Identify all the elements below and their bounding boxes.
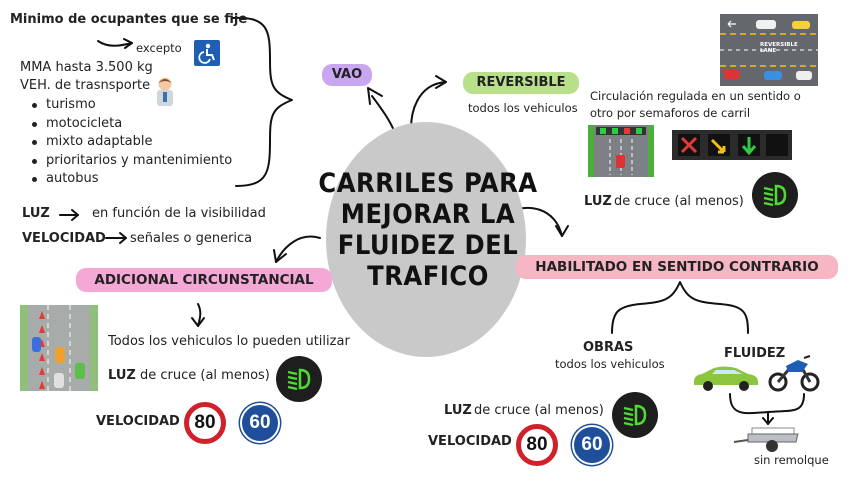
reversible-sub: todos los vehiculos: [468, 101, 578, 115]
center-circle: [326, 122, 526, 357]
speed-limit-80-sign: 80: [516, 424, 558, 466]
adicional-label: ADICIONAL CIRCUNSTANCIAL: [94, 272, 314, 288]
habilitado-luz-label: LUZ: [444, 403, 472, 418]
adicional-road-image: [20, 305, 98, 391]
motorcycle-icon: [768, 350, 820, 392]
car-icon: [690, 362, 762, 392]
vao-vel-text: señales o generica: [130, 231, 253, 246]
reversible-pill: REVERSIBLE: [463, 72, 579, 94]
obras-label: OBRAS: [583, 340, 634, 355]
vao-luz-text: en función de la visibilidad: [92, 206, 266, 221]
speed-60-sign: 60: [572, 425, 612, 465]
reversible-desc-2: otro por semaforos de carril: [590, 106, 751, 120]
adicional-pill: ADICIONAL CIRCUNSTANCIAL: [76, 268, 332, 292]
reversible-luz-label: LUZ: [584, 194, 612, 209]
list-item: turismo: [31, 96, 232, 115]
vao-pill: VAO: [322, 64, 372, 86]
habilitado-pill: HABILITADO EN SENTIDO CONTRARIO: [516, 255, 838, 279]
speed-limit-80-sign: 80: [184, 402, 226, 444]
reversible-luz-text: de cruce (al menos): [614, 194, 744, 209]
obras-sub: todos los vehiculos: [555, 357, 665, 371]
speed-60-sign: 60: [240, 403, 280, 443]
speed-value: 80: [526, 434, 548, 455]
low-beam-light-icon: [612, 392, 658, 438]
reversible-desc-1: Circulación regulada en un sentido o: [590, 89, 801, 103]
adicional-text: Todos los vehiculos lo pueden utilizar: [108, 334, 350, 349]
list-item: autobus: [31, 170, 232, 189]
vao-except: excepto: [136, 41, 182, 55]
reversible-label: REVERSIBLE: [476, 75, 566, 90]
speed-value: 60: [581, 434, 603, 455]
lane-signals-panel: [672, 130, 792, 160]
speed-value: 80: [194, 412, 216, 433]
reversible-lane-sign-text: REVERSIBLE LANE: [760, 42, 798, 54]
fluidez-label: FLUIDEZ: [724, 346, 786, 361]
speed-value: 60: [249, 412, 271, 433]
sin-remolque: sin remolque: [754, 453, 829, 467]
habilitado-luz-text: de cruce (al menos): [474, 403, 604, 418]
habilitado-label: HABILITADO EN SENTIDO CONTRARIO: [535, 259, 819, 275]
adicional-vel-label: VELOCIDAD: [96, 414, 180, 429]
low-beam-light-icon: [276, 356, 322, 402]
lane-signal-road-image: [588, 125, 654, 177]
list-item: mixto adaptable: [31, 133, 232, 152]
trailer-icon: [732, 424, 802, 454]
adicional-luz-label: LUZ: [108, 368, 136, 383]
habilitado-vel-label: VELOCIDAD: [428, 434, 512, 449]
vao-vehicle-list: turismo motocicleta mixto adaptable prio…: [26, 96, 232, 189]
vao-mma: MMA hasta 3.500 kg: [20, 60, 153, 75]
vao-vel-label: VELOCIDAD: [22, 231, 106, 246]
vao-luz-label: LUZ: [22, 206, 50, 221]
vao-min-occupants: Minimo de ocupantes que se fije: [10, 12, 248, 27]
list-item: prioritarios y mantenimiento: [31, 152, 232, 171]
adicional-luz-text: de cruce (al menos): [140, 368, 270, 383]
center-title: CARRILES PARA MEJORAR LA FLUIDEZ DEL TRA…: [318, 168, 538, 292]
list-item: motocicleta: [31, 115, 232, 134]
vao-veh: VEH. de trasnsporte: [20, 78, 151, 93]
driver-icon: [152, 74, 178, 106]
vao-label: VAO: [331, 67, 363, 82]
low-beam-light-icon: [752, 172, 798, 218]
disabled-icon: [194, 40, 220, 66]
reversible-lane-image: REVERSIBLE LANE: [720, 14, 818, 86]
